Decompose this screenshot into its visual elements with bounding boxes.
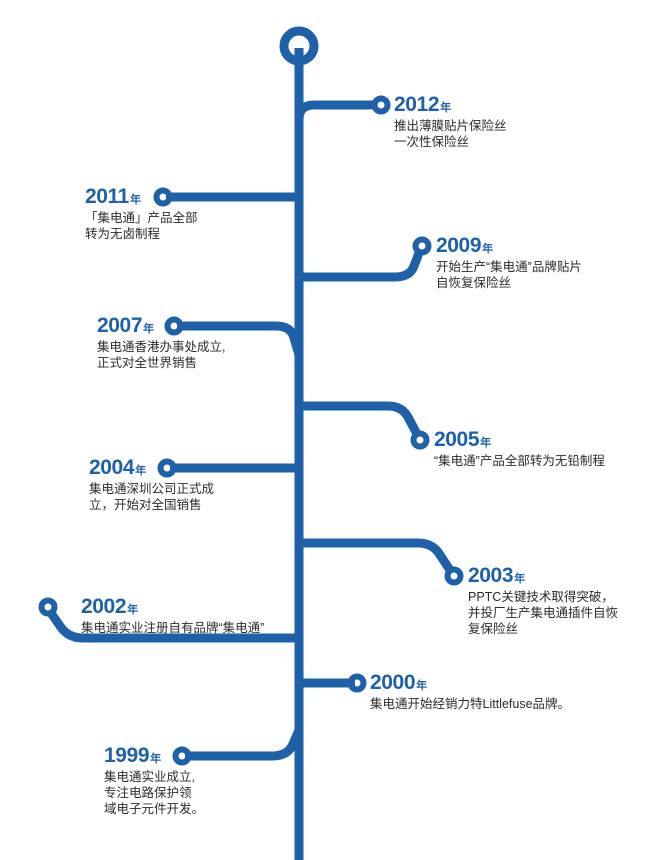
year-number: 2003	[468, 564, 514, 587]
branch-2012	[294, 100, 375, 131]
year-number: 2012	[394, 93, 440, 116]
description-line: 集电通实业注册自有品牌“集电通”	[81, 621, 265, 635]
year-suffix: 年	[480, 437, 492, 449]
entry-year-2007: 2007年	[97, 315, 225, 336]
year-number: 2000	[370, 671, 416, 694]
branch-1999	[185, 728, 304, 761]
entry-description-1999: 集电通实业成立, 专注电路保护领 域电子元件开发。	[104, 769, 204, 817]
year-suffix: 年	[143, 323, 155, 335]
entry-year-2012: 2012年	[394, 94, 507, 115]
year-suffix: 年	[416, 680, 428, 692]
description-line: 一次性保险丝	[394, 135, 470, 149]
entry-description-2005: “集电通”产品全部转为无铅制程	[434, 453, 605, 469]
description-line: PPTC关键技术取得突破，	[468, 590, 614, 604]
branch-2003	[299, 538, 454, 573]
entry-description-2000: 集电通开始经销力特Littlefuse品牌。	[370, 696, 570, 712]
year-number: 2005	[434, 428, 480, 451]
entry-description-2007: 集电通香港办事处成立, 正式对全世界销售	[97, 339, 225, 371]
timeline-entry-1999: 1999年 集电通实业成立, 专注电路保护领 域电子元件开发。	[104, 745, 204, 817]
year-suffix: 年	[514, 573, 526, 585]
entry-description-2002: 集电通实业注册自有品牌“集电通”	[81, 620, 264, 636]
year-number: 2009	[436, 234, 482, 257]
description-line: 集电通香港办事处成立,	[97, 340, 226, 354]
timeline-entry-2007: 2007年 集电通香港办事处成立, 正式对全世界销售	[97, 315, 225, 371]
description-line: 集电通开始经销力特Littlefuse品牌。	[370, 697, 571, 711]
description-line: 集电通深圳公司正式成	[89, 482, 215, 496]
entry-year-2002: 2002年	[81, 596, 264, 617]
description-line: 自恢复保险丝	[436, 276, 512, 290]
description-line: 并投厂生产集电通插件自恢	[468, 606, 619, 620]
node-2000	[347, 673, 367, 693]
node-2002	[38, 597, 58, 617]
entry-description-2003: PPTC关键技术取得突破， 并投厂生产集电通插件自恢 复保险丝	[468, 589, 618, 637]
description-line: 转为无卤制程	[85, 227, 161, 241]
timeline-entry-2005: 2005年 “集电通”产品全部转为无铅制程	[434, 429, 605, 469]
year-number: 1999	[104, 744, 150, 767]
timeline-entry-2011: 2011年 「集电通」产品全部 转为无卤制程	[85, 186, 198, 242]
description-line: “集电通”产品全部转为无铅制程	[434, 454, 605, 468]
description-line: 正式对全世界销售	[97, 356, 198, 370]
description-line: 专注电路保护领	[104, 786, 192, 800]
entry-year-2000: 2000年	[370, 672, 570, 693]
year-suffix: 年	[440, 102, 452, 114]
description-line: 「集电通」产品全部	[85, 211, 198, 225]
entry-description-2009: 开始生产“集电通”品牌贴片 自恢复保险丝	[436, 259, 582, 291]
entry-year-2009: 2009年	[436, 235, 582, 256]
description-line: 推出薄膜贴片保险丝	[394, 119, 507, 133]
timeline-entry-2009: 2009年 开始生产“集电通”品牌贴片 自恢复保险丝	[436, 235, 582, 291]
year-number: 2002	[81, 595, 127, 618]
year-suffix: 年	[129, 194, 141, 206]
year-number: 2011	[85, 185, 129, 208]
entry-year-2003: 2003年	[468, 565, 618, 586]
entry-year-2011: 2011年	[85, 186, 198, 207]
entry-description-2004: 集电通深圳公司正式成 立，开始对全国销售	[89, 481, 214, 513]
entry-year-1999: 1999年	[104, 745, 204, 766]
branch-2002	[47, 610, 299, 643]
timeline-entry-2012: 2012年 推出薄膜贴片保险丝 一次性保险丝	[394, 94, 507, 150]
timeline-nodes	[38, 26, 464, 766]
description-line: 复保险丝	[468, 622, 519, 636]
node-2007	[164, 316, 184, 336]
entry-year-2004: 2004年	[89, 457, 214, 478]
year-number: 2007	[97, 314, 143, 337]
timeline-entry-2003: 2003年 PPTC关键技术取得突破， 并投厂生产集电通插件自恢 复保险丝	[468, 565, 618, 637]
node-2012	[371, 95, 391, 115]
entry-year-2005: 2005年	[434, 429, 605, 450]
branch-2009	[299, 251, 424, 282]
entry-description-2012: 推出薄膜贴片保险丝 一次性保险丝	[394, 118, 507, 150]
entry-description-2011: 「集电通」产品全部 转为无卤制程	[85, 210, 198, 242]
year-suffix: 年	[135, 465, 147, 477]
year-suffix: 年	[127, 604, 139, 616]
timeline-start-node	[279, 26, 319, 66]
timeline-entry-2000: 2000年 集电通开始经销力特Littlefuse品牌。	[370, 672, 570, 712]
description-line: 域电子元件开发。	[104, 802, 205, 816]
year-suffix: 年	[150, 753, 162, 765]
timeline-entry-2004: 2004年 集电通深圳公司正式成 立，开始对全国销售	[89, 457, 214, 513]
branch-2005	[299, 401, 421, 437]
branch-2007	[177, 321, 304, 357]
description-line: 立，开始对全国销售	[89, 498, 202, 512]
year-number: 2004	[89, 456, 135, 479]
node-1999	[172, 746, 192, 766]
description-line: 集电通实业成立,	[104, 770, 195, 784]
node-2004	[157, 458, 177, 478]
node-2003	[444, 566, 464, 586]
node-2005	[410, 430, 430, 450]
node-2011	[153, 187, 173, 207]
description-line: 开始生产“集电通”品牌贴片	[436, 260, 582, 274]
year-suffix: 年	[482, 243, 494, 255]
timeline-entry-2002: 2002年 集电通实业注册自有品牌“集电通”	[81, 596, 264, 636]
node-2009	[412, 236, 432, 256]
